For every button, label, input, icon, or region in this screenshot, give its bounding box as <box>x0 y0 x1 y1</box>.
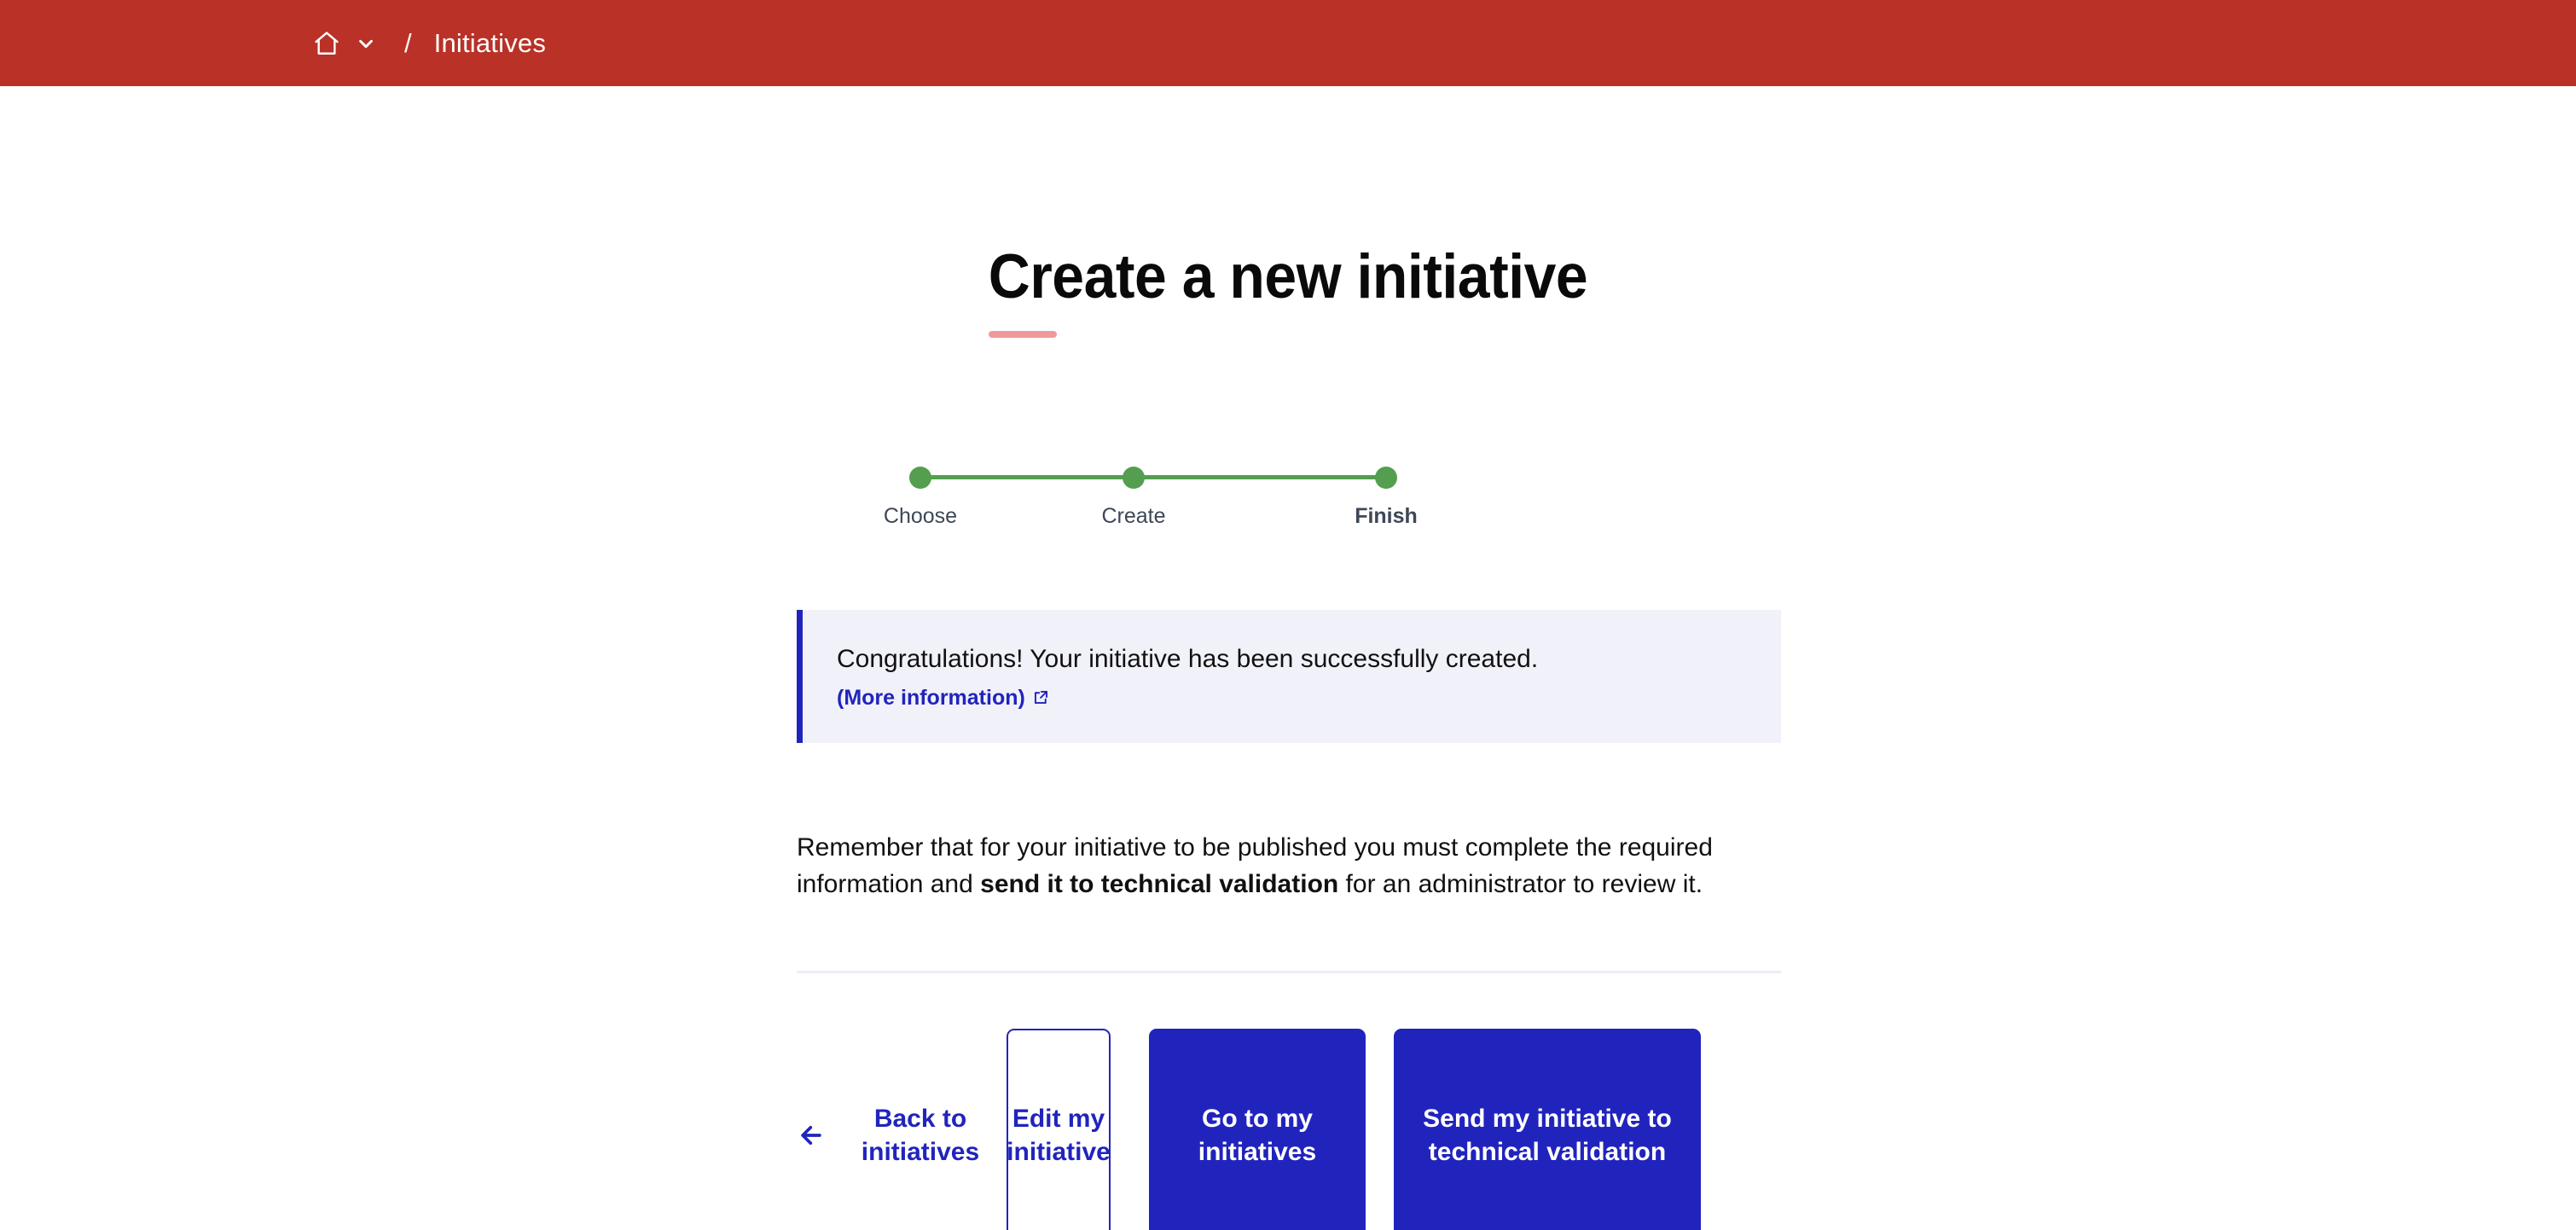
breadcrumb-initiatives[interactable]: Initiatives <box>433 27 547 58</box>
reminder-text-strong: send it to technical validation <box>980 869 1339 898</box>
chevron-down-icon[interactable] <box>357 34 375 53</box>
stepper-step-create[interactable]: Create <box>1065 443 1202 529</box>
stepper-label-create: Create <box>1101 504 1166 528</box>
progress-stepper: Choose Create Finish <box>870 443 1433 528</box>
stepper-dot-choose <box>909 467 931 489</box>
reminder-paragraph: Remember that for your initiative to be … <box>797 830 1761 902</box>
page-title-block: Create a new initiative <box>0 242 2576 338</box>
more-information-link[interactable]: (More information) <box>837 685 1781 711</box>
stepper-dot-create <box>1123 467 1145 489</box>
stepper-label-choose: Choose <box>883 504 958 528</box>
success-callout: Congratulations! Your initiative has bee… <box>797 610 1781 743</box>
stepper-step-finish[interactable]: Finish <box>1318 443 1454 529</box>
stepper-step-choose[interactable]: Choose <box>852 443 989 529</box>
back-to-initiatives-label: Back to initiatives <box>861 1105 980 1166</box>
stepper-label-finish: Finish <box>1355 504 1418 528</box>
page-title: Create a new initiative <box>988 242 1588 311</box>
send-to-technical-validation-button[interactable]: Send my initiative to technical validati… <box>1394 1029 1701 1230</box>
success-callout-message: Congratulations! Your initiative has bee… <box>837 645 1539 674</box>
edit-my-initiative-button[interactable]: Edit my initiative <box>1007 1029 1111 1230</box>
more-information-label: (More information) <box>837 685 1025 710</box>
stepper-dot-finish <box>1375 467 1397 489</box>
home-icon[interactable] <box>312 29 341 58</box>
home-breadcrumb-button[interactable] <box>312 29 375 58</box>
top-navigation-bar: / Initiatives <box>0 0 2576 86</box>
back-to-initiatives-link[interactable]: Back to initiatives <box>797 1102 1000 1169</box>
external-link-icon <box>1032 688 1050 706</box>
action-button-row: Back to initiatives Edit my initiative G… <box>797 1029 1701 1230</box>
page-content: Create a new initiative Choose Create Fi… <box>0 86 2576 1230</box>
reminder-text-before: Remember that for your initiative to be … <box>797 833 1713 898</box>
breadcrumb-separator: / <box>404 28 412 58</box>
arrow-left-icon <box>797 1121 826 1150</box>
title-accent-rule <box>989 330 1057 338</box>
section-divider <box>797 971 1781 973</box>
reminder-text-after: for an administrator to review it. <box>1338 869 1703 898</box>
stepper-track <box>920 475 1386 479</box>
go-to-my-initiatives-button[interactable]: Go to my initiatives <box>1149 1029 1366 1230</box>
